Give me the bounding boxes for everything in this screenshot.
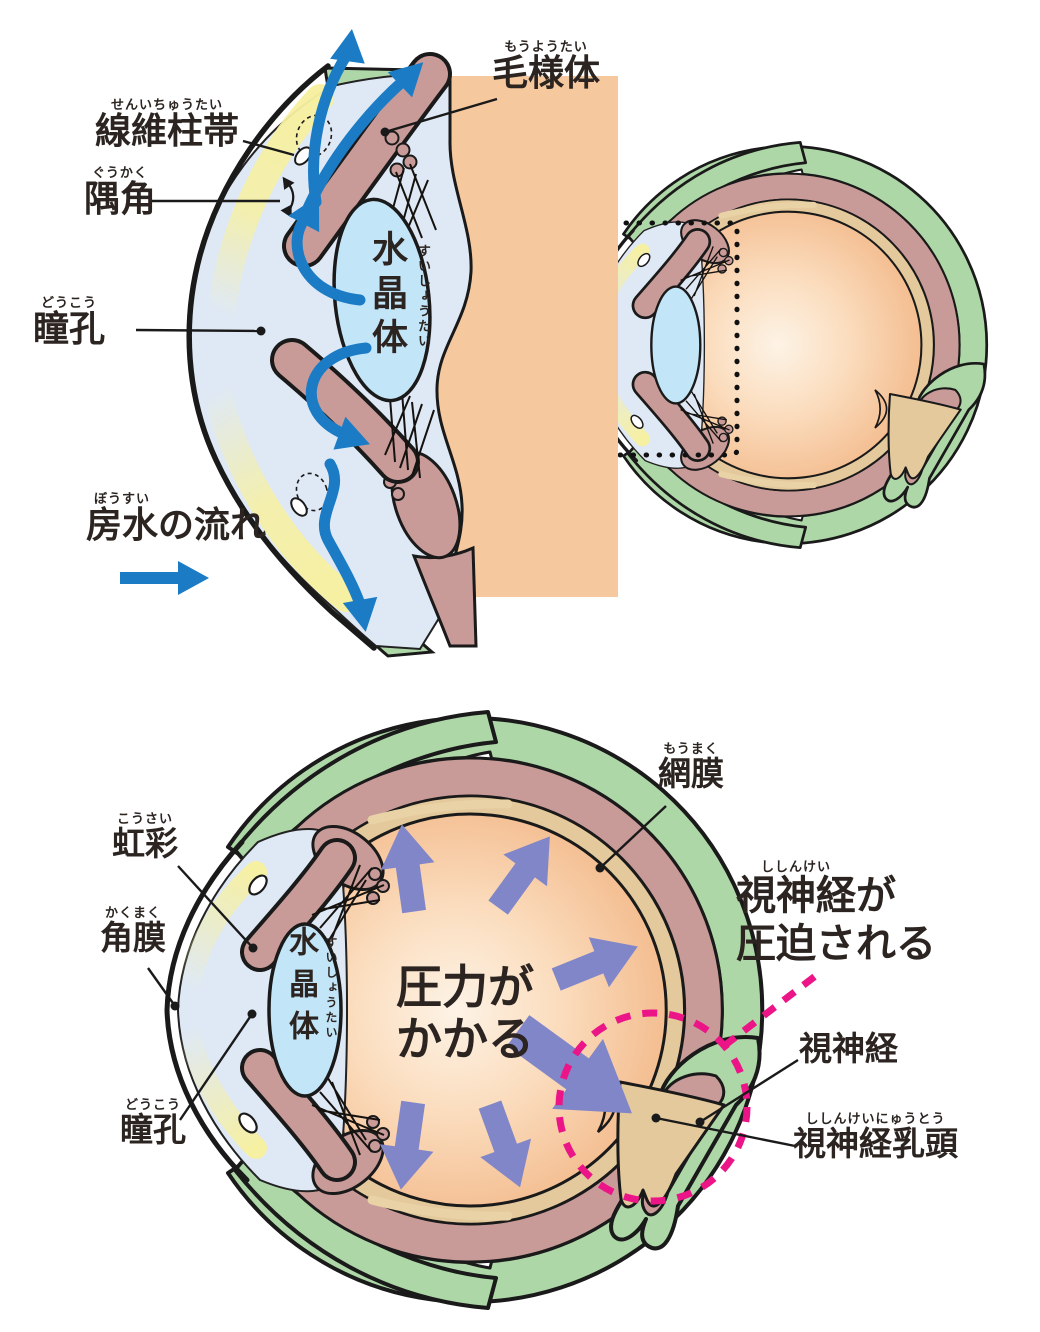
leader-dots bbox=[170, 127, 705, 1127]
leader-iris bbox=[177, 865, 254, 949]
ciliary-process bbox=[402, 154, 418, 170]
limbus-yellow-top-zoom bbox=[208, 84, 334, 328]
leader-pupil-zoom bbox=[135, 328, 262, 333]
schlemm-canal-lower-zoom bbox=[290, 497, 308, 517]
label-pupil-zoom: 瞳孔どうこう bbox=[33, 296, 106, 350]
label-optic-disc: 視神経乳頭ししんけいにゅうとう bbox=[793, 1112, 958, 1163]
label-pupil: 瞳孔どうこう bbox=[120, 1098, 186, 1149]
leader-retina bbox=[599, 805, 667, 869]
ciliary-process bbox=[391, 487, 405, 501]
iris-upper-zoom bbox=[286, 56, 448, 264]
label-angle: 隅角ぐうかく bbox=[84, 166, 157, 220]
flow-arrow-drain bbox=[318, 458, 366, 610]
label-retina: 網膜もうまく bbox=[658, 742, 724, 793]
label-lens: 水晶体すいしょうたい bbox=[283, 926, 338, 1052]
pressure-caption: 圧力が かかる bbox=[396, 960, 534, 1066]
label-trabecular-meshwork: 線維柱帯せんいちゅうたい bbox=[95, 98, 240, 152]
highlight-pointer-dash bbox=[721, 971, 821, 1049]
leader-trabecular bbox=[242, 139, 295, 157]
label-aqueous-flow-legend: 房水ぼうすいの流れ bbox=[86, 492, 267, 546]
leader-optic-nerve bbox=[699, 1058, 799, 1124]
label-iris: 虹彩こうさい bbox=[112, 812, 178, 863]
label-optic-nerve: 視神経 bbox=[799, 1029, 898, 1068]
optic-nerve-highlight-circle bbox=[555, 1009, 751, 1205]
zoom-region-dotted-rect bbox=[592, 220, 740, 458]
trabecular-dashed-upper bbox=[295, 114, 333, 158]
flow-arrow-out-2 bbox=[302, 76, 408, 214]
zonule-fibers-upper-zoom bbox=[385, 163, 437, 241]
leader-optic-disc bbox=[655, 1116, 796, 1148]
ciliary-process bbox=[384, 130, 400, 146]
heading-optic-nerve-compressed: 視神経ししんけいが 圧迫される bbox=[736, 860, 936, 967]
zonule-fibers-lower-zoom bbox=[384, 391, 435, 479]
ciliary-process bbox=[395, 142, 411, 158]
label-lens-zoom: 水晶体すいしょうたい bbox=[366, 230, 430, 362]
flow-arrow-loop-lower bbox=[305, 342, 372, 440]
limbus-yellow-bottom-zoom bbox=[203, 376, 360, 612]
vitreous-block bbox=[436, 76, 618, 597]
flow-arrow-loop-upper bbox=[291, 213, 366, 306]
label-ciliary-body: 毛様体もうようたい bbox=[492, 40, 601, 94]
flow-legend-arrow-icon bbox=[120, 561, 209, 595]
magnified-anterior-view bbox=[120, 26, 618, 658]
cornea-outline-zoom bbox=[186, 63, 377, 651]
leader-ciliary-body bbox=[384, 97, 498, 134]
label-cornea: 角膜かくまく bbox=[100, 906, 166, 957]
aqueous-flow-arrows bbox=[291, 50, 408, 610]
leader-lines bbox=[135, 97, 799, 1148]
leader-pupil bbox=[179, 1013, 253, 1121]
trabecular-dashed-lower bbox=[295, 472, 329, 512]
leader-cornea bbox=[147, 967, 176, 1007]
pressure-eye bbox=[167, 712, 821, 1308]
